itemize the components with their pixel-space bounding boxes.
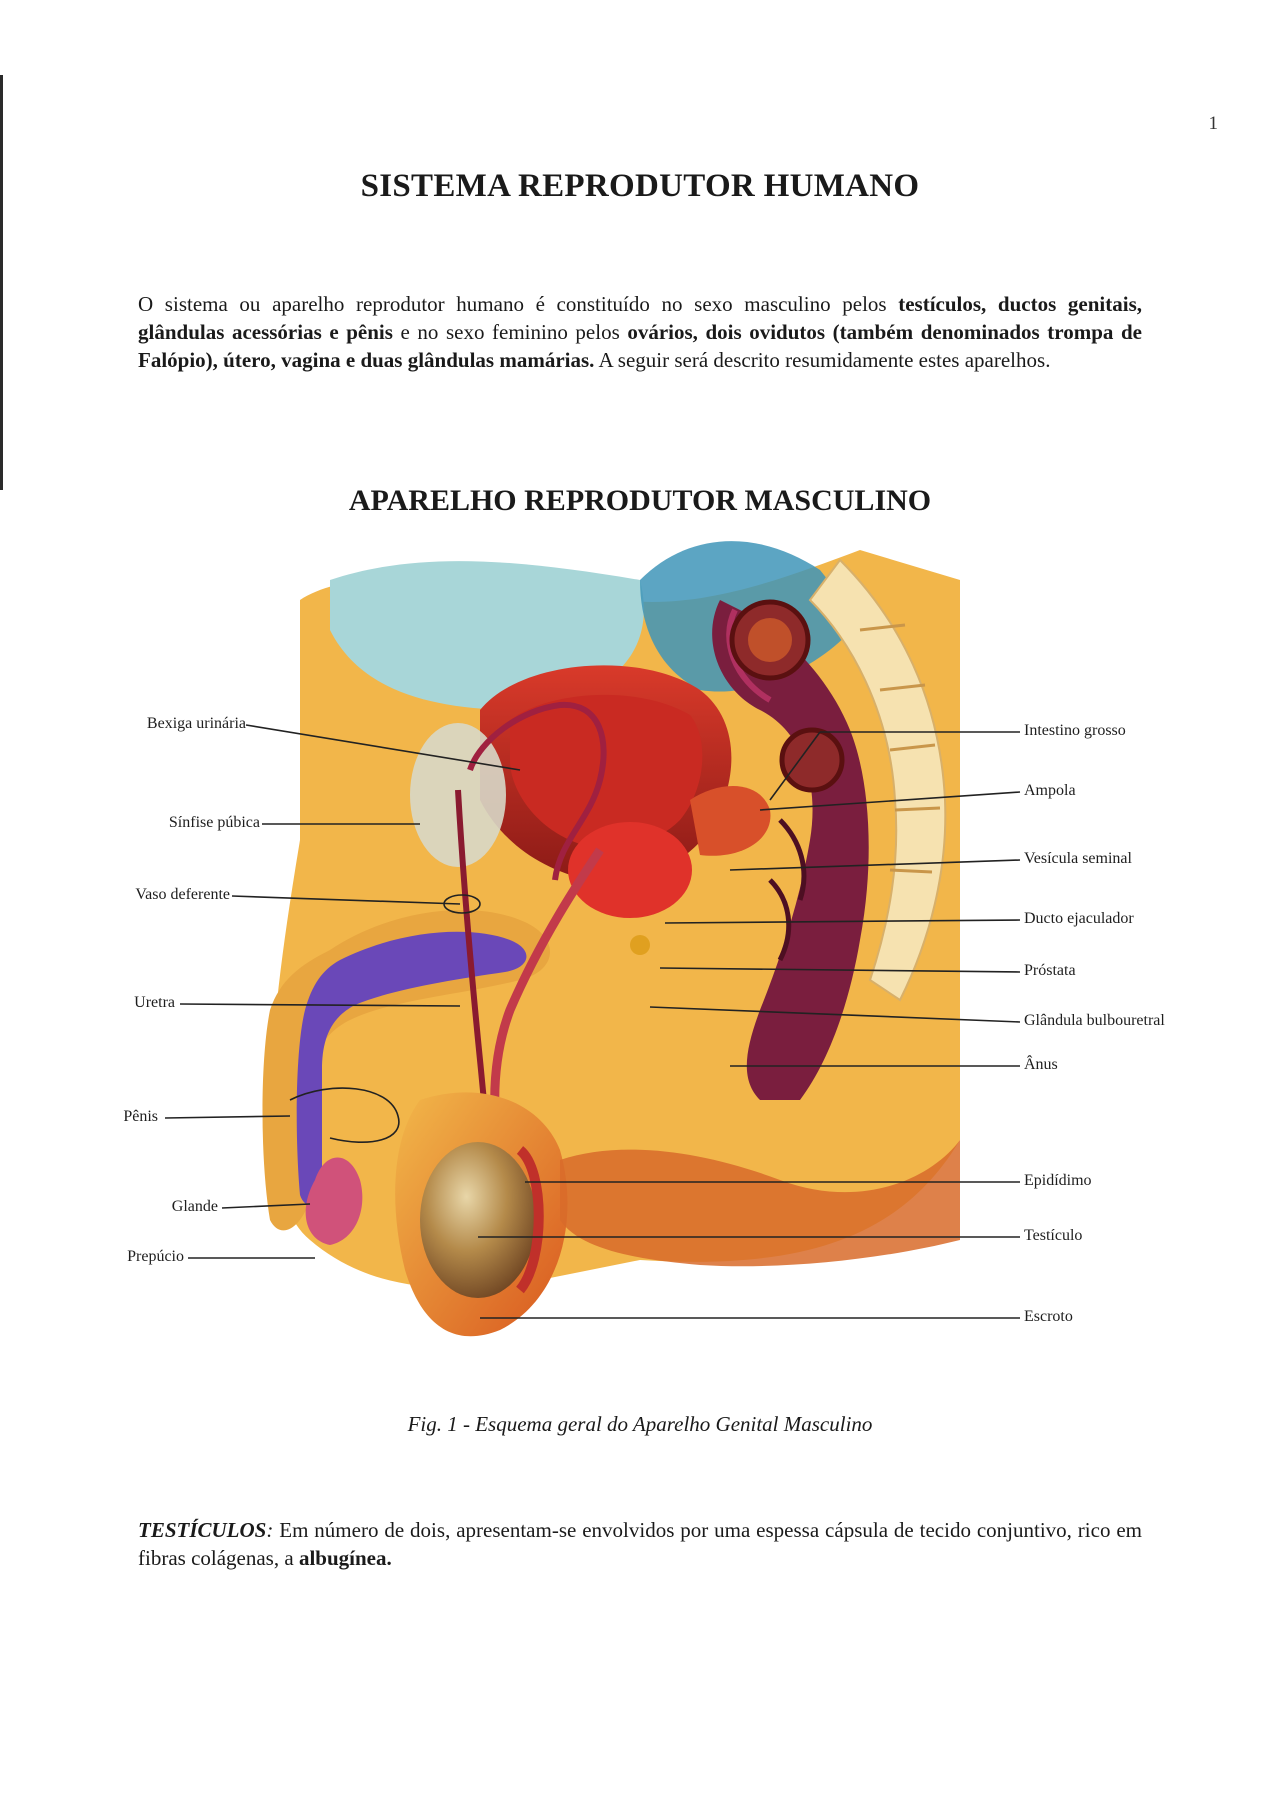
testiculos-bold-1: albugínea. [298,1546,392,1570]
intro-bold-2: ovários, dois ovidutos (também denominad… [138,320,1142,372]
label-epididimo: Epidídimo [1024,1172,1092,1189]
label-glandula-bulbouretral: Glândula bulbouretral [1024,1012,1165,1029]
scan-edge-line [0,75,3,490]
intro-text-2: e no sexo feminino pelos [392,320,628,344]
figure-caption: Fig. 1 - Esquema geral do Aparelho Genit… [407,1412,873,1436]
label-vaso-deferente: Vaso deferente [135,886,230,903]
urinary-bladder [480,665,732,883]
prostate-region [568,786,771,955]
section-title: APARELHO REPRODUTOR MASCULINO [348,484,932,517]
epididymis [515,1146,544,1294]
intro-bold-1: testículos, ductos genitais, glândulas a… [138,292,1142,344]
leader-lines-left [164,724,521,1259]
page-number: 1 [1208,113,1219,134]
label-ducto-ejaculador: Ducto ejaculador [1024,910,1134,927]
testiculos-text-1: Em número de dois, apresentam-se envolvi… [138,1518,1142,1570]
label-anus: Ânus [1024,1056,1058,1073]
label-intestino-grosso: Intestino grosso [1024,722,1126,739]
sacrum [808,558,947,1002]
label-prostata: Próstata [1024,962,1076,979]
label-bexiga-urinaria: Bexiga urinária [146,715,246,732]
large-intestine [712,599,869,1100]
label-sinfise-pubica: Sínfise púbica [168,814,260,831]
label-ampola: Ampola [1024,782,1076,799]
penis [262,910,550,1245]
testis [420,1142,536,1298]
anatomy-illustration [164,541,1021,1337]
page-title: SISTEMA REPRODUTOR HUMANO [360,168,920,204]
intro-paragraph: O sistema ou aparelho reprodutor humano … [138,290,1142,374]
intro-text-3: A seguir será descrito resumidamente est… [594,348,1051,372]
label-testiculo: Testículo [1024,1227,1083,1244]
testiculos-paragraph: TESTÍCULOS: Em número de dois, apresenta… [138,1516,1142,1572]
label-uretra: Uretra [134,994,175,1011]
intro-text-1: O sistema ou aparelho reprodutor humano … [138,292,899,316]
scrotum [395,1092,568,1337]
perineum [560,1140,960,1267]
testiculos-colon: : [266,1518,274,1542]
leader-lines-right [478,731,1021,1319]
label-prepucio: Prepúcio [127,1248,184,1265]
label-penis: Pênis [123,1108,158,1125]
label-vesicula-seminal: Vesícula seminal [1024,850,1132,867]
testiculos-heading: TESTÍCULOS [138,1518,267,1542]
label-glande: Glande [171,1198,218,1215]
anatomy-figure: Bexiga urinária Sínfise púbica Vaso defe… [0,540,1280,1400]
label-escroto: Escroto [1024,1308,1073,1325]
